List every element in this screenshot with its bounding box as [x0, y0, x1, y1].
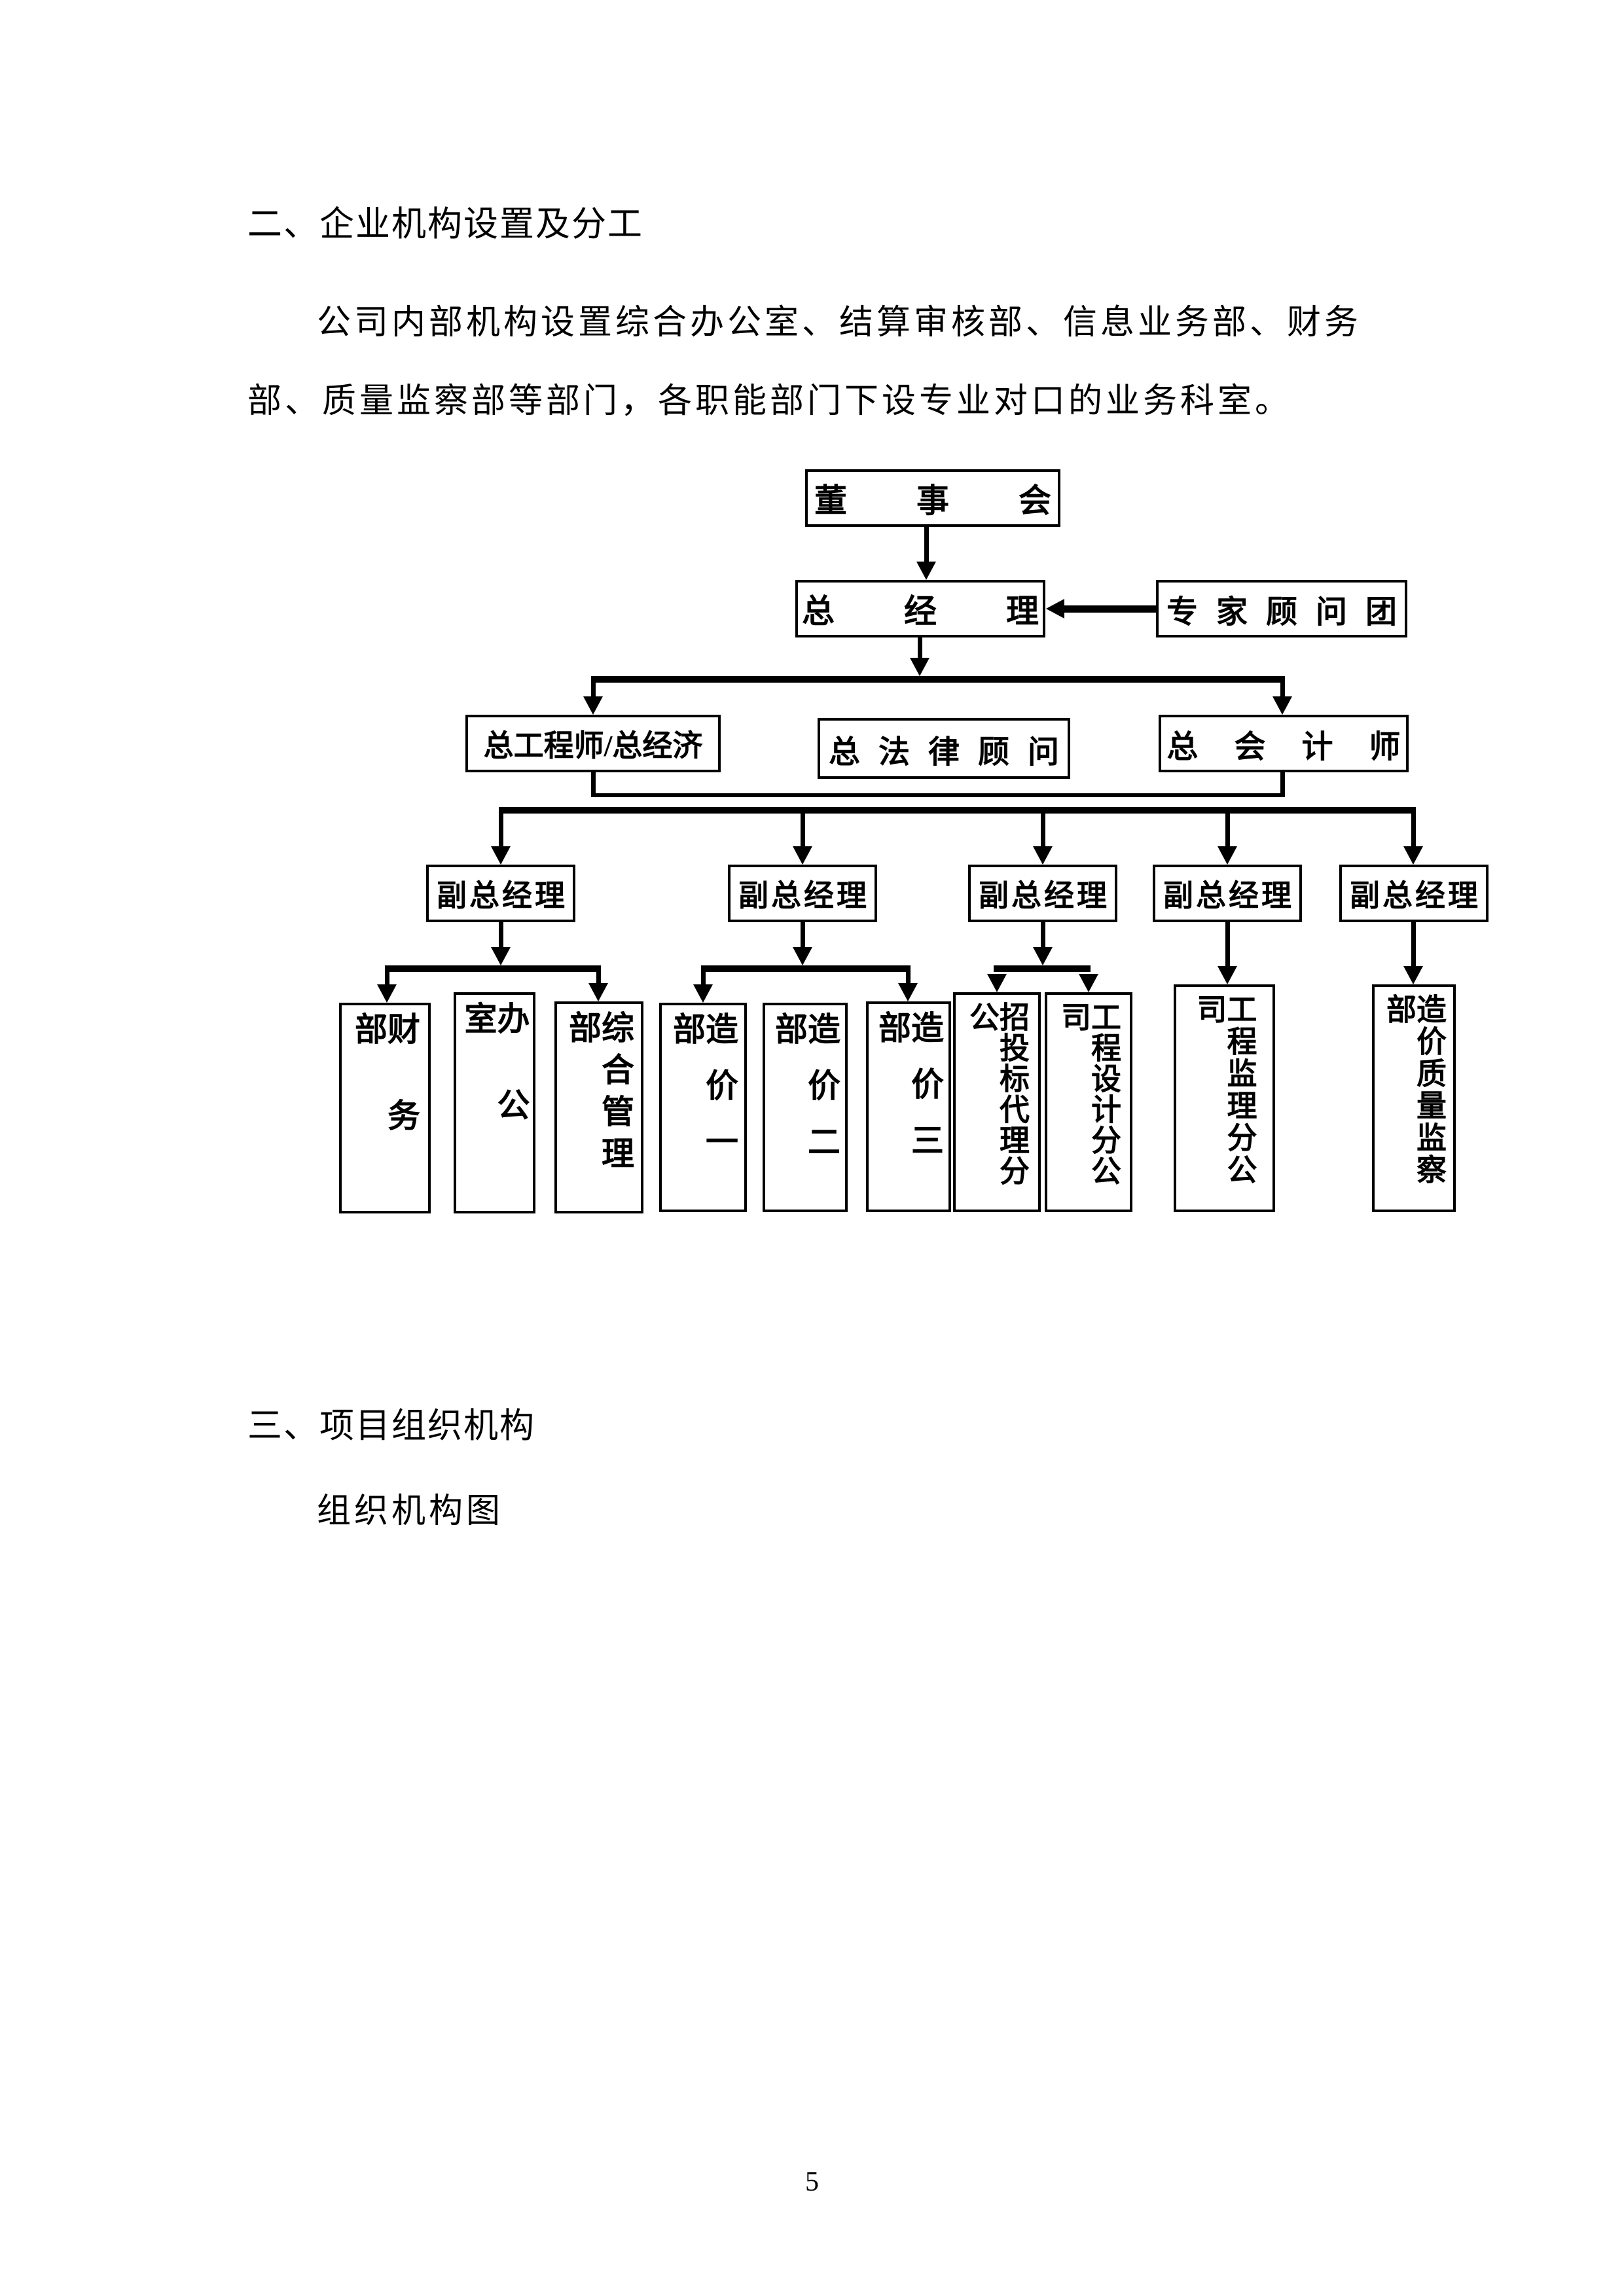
connector-bus	[591, 676, 1285, 683]
org-box-bidding-agency-branch: 招投标代理分公	[953, 992, 1041, 1212]
org-box-engineering-supervision-branch-label: 工程监理分公司	[1193, 994, 1257, 1186]
org-box-cost-dept-3-label: 造价三部	[874, 1011, 943, 1179]
connector-arrow-down	[377, 984, 397, 1003]
org-box-engineering-design-branch-label: 工程设计分公司	[1057, 1001, 1121, 1186]
org-box-cost-dept-2-label: 造价二部	[770, 1012, 840, 1181]
connector-arrow-down	[583, 696, 603, 715]
paragraph-line-2: 部、质量监察部等部门，各职能部门下设专业对口的业务科室。	[247, 383, 1293, 420]
connector-bus	[701, 965, 911, 972]
connector-arrow-down	[1403, 846, 1423, 865]
org-box-chief-engineer: 总工程师/总经济	[465, 715, 721, 772]
connector-arrow-down	[793, 846, 812, 865]
org-box-cost-dept-3: 造价三部	[866, 1001, 951, 1212]
org-box-deputy-gm-4: 副总经理	[1153, 865, 1302, 922]
connector-line	[499, 922, 503, 947]
org-box-deputy-gm-2-label: 副总经理	[738, 879, 869, 912]
connector-arrow-down	[987, 974, 1007, 992]
connector-line	[591, 772, 596, 797]
connector-line	[1041, 814, 1045, 846]
org-box-chief-legal-label: 总法律顾问	[828, 734, 1077, 770]
connector-line	[1411, 814, 1416, 846]
connector-arrow-down	[1272, 696, 1292, 715]
org-box-bidding-agency-branch-label: 招投标代理分公	[965, 1001, 1029, 1186]
org-box-deputy-gm-1: 副总经理	[426, 865, 575, 922]
org-box-engineering-design-branch: 工程设计分公司	[1045, 992, 1132, 1212]
org-box-general-manager: 总经理	[795, 580, 1045, 637]
org-box-cost-dept-2: 造价二部	[763, 1003, 848, 1212]
org-box-office-label: 办公室	[460, 1001, 530, 1174]
connector-line	[1041, 922, 1045, 947]
connector-arrow-down	[693, 984, 713, 1003]
connector-arrow-down	[910, 658, 929, 676]
org-box-chief-accountant: 总会计师	[1159, 715, 1409, 772]
org-box-expert-advisors: 专家顾问团	[1156, 580, 1407, 637]
section-heading-2: 二、企业机构设置及分工	[247, 206, 643, 243]
connector-line	[1225, 814, 1230, 846]
connector-bus	[385, 965, 601, 972]
connector-line	[701, 972, 706, 984]
connector-arrow-down	[898, 983, 918, 1001]
org-box-engineering-supervision-branch: 工程监理分公司	[1174, 984, 1275, 1212]
connector-line	[591, 793, 1285, 797]
org-box-chief-legal: 总法律顾问	[818, 718, 1070, 779]
connector-line	[1225, 922, 1230, 966]
org-box-finance-dept-label: 财务部	[350, 1012, 420, 1185]
connector-line	[801, 814, 805, 846]
org-box-cost-quality-supervision-dept: 造价质量监察部	[1372, 984, 1456, 1212]
connector-arrow-down	[1033, 947, 1053, 965]
org-box-chief-engineer-label: 总工程师/总经济	[483, 729, 703, 762]
connector-line	[385, 972, 389, 984]
connector-arrow-down	[491, 947, 511, 965]
connector-arrow-down	[1403, 966, 1423, 984]
connector-line	[1280, 683, 1285, 696]
org-box-deputy-gm-3: 副总经理	[968, 865, 1117, 922]
org-box-board: 董事会	[805, 469, 1060, 527]
org-box-general-management-dept-label: 综合管理部	[564, 1011, 634, 1178]
connector-line	[924, 527, 929, 562]
connector-line	[1411, 922, 1416, 966]
connector-arrow-down	[588, 983, 608, 1001]
page-number: 5	[805, 2167, 819, 2197]
subtext-org-chart: 组织机构图	[317, 1493, 504, 1530]
org-box-board-label: 董事会	[814, 482, 1121, 519]
org-box-cost-dept-1: 造价一部	[659, 1003, 747, 1212]
connector-arrow-down	[793, 947, 812, 965]
org-box-deputy-gm-2: 副总经理	[728, 865, 877, 922]
connector-line	[591, 683, 596, 696]
org-box-cost-quality-supervision-dept-label: 造价质量监察部	[1382, 994, 1446, 1186]
connector-line	[499, 814, 503, 846]
org-box-office: 办公室	[454, 992, 535, 1213]
connector-line	[918, 637, 922, 658]
connector-arrow-left	[1046, 599, 1064, 619]
org-box-general-management-dept: 综合管理部	[554, 1001, 643, 1213]
connector-line	[1280, 772, 1285, 797]
connector-arrow-down	[1079, 974, 1098, 992]
connector-arrow-down	[1033, 846, 1053, 865]
org-box-expert-advisors-label: 专家顾问团	[1166, 595, 1415, 630]
connector-arrow-down	[1218, 846, 1237, 865]
connector-line	[801, 922, 805, 947]
connector-arrow-down	[491, 846, 511, 865]
org-box-chief-accountant-label: 总会计师	[1166, 730, 1437, 764]
connector-bus	[994, 965, 1091, 972]
org-box-deputy-gm-1-label: 副总经理	[437, 879, 568, 912]
org-box-finance-dept: 财务部	[339, 1003, 431, 1213]
section-heading-3: 三、项目组织机构	[247, 1407, 535, 1445]
org-box-general-manager-label: 总经理	[802, 593, 1108, 630]
connector-arrow-down	[916, 562, 936, 580]
org-box-deputy-gm-5-label: 副总经理	[1350, 879, 1481, 912]
org-box-deputy-gm-3-label: 副总经理	[979, 879, 1110, 912]
connector-arrow-down	[1218, 966, 1237, 984]
org-box-deputy-gm-5: 副总经理	[1339, 865, 1489, 922]
connector-line	[906, 972, 911, 983]
connector-line	[1064, 605, 1156, 613]
org-box-cost-dept-1-label: 造价一部	[668, 1012, 738, 1181]
connector-line	[596, 972, 601, 983]
connector-bus	[499, 807, 1416, 814]
org-box-deputy-gm-4-label: 副总经理	[1163, 879, 1294, 912]
paragraph-line-1: 公司内部机构设置综合办公室、结算审核部、信息业务部、财务	[317, 304, 1362, 342]
